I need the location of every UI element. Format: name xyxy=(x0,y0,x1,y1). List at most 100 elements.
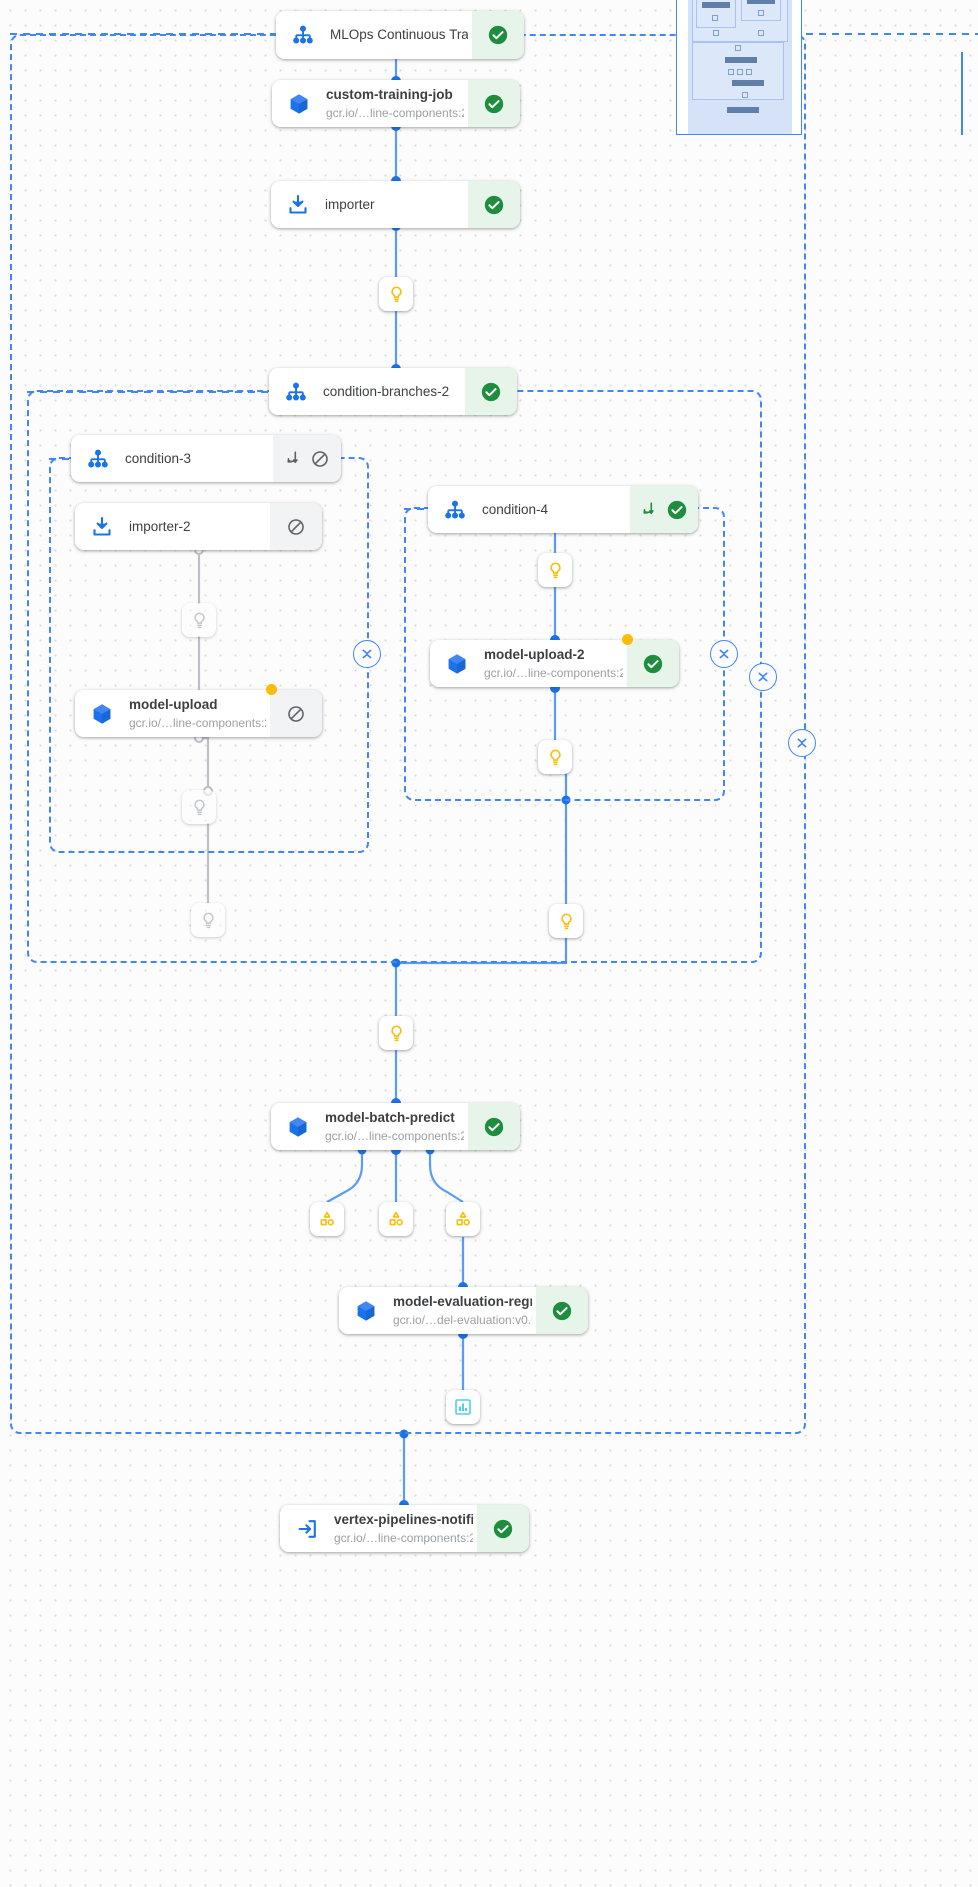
collapse-chevrons-icon xyxy=(719,649,729,659)
node-importer[interactable]: importer xyxy=(271,181,520,228)
lightbulb-artifact-icon xyxy=(549,562,561,578)
status-badge-succeeded[interactable] xyxy=(465,368,517,415)
status-badge-skipped[interactable] xyxy=(273,435,341,482)
node-model-batch-predict[interactable]: model-batch-predict gcr.io/…line-compone… xyxy=(271,1103,520,1150)
node-body[interactable]: model-upload-2 gcr.io/…line-components:2… xyxy=(430,640,627,687)
node-importer-2[interactable]: importer-2 xyxy=(75,503,322,550)
artifact-dataset-2[interactable] xyxy=(379,1202,413,1236)
check-circle-icon xyxy=(667,500,686,519)
node-condition-3[interactable]: condition-3 xyxy=(71,435,341,482)
node-text: MLOps Continuous Traini… xyxy=(330,26,468,44)
check-circle-icon xyxy=(484,1117,504,1136)
node-model-upload-2[interactable]: model-upload-2 gcr.io/…line-components:2… xyxy=(430,634,679,687)
node-mlops-continuous-training[interactable]: MLOps Continuous Traini… xyxy=(276,11,524,59)
node-title: model-batch-predict xyxy=(325,1109,455,1125)
artifact-model-4[interactable] xyxy=(191,903,225,937)
collapse-condition-3-button[interactable] xyxy=(353,640,381,668)
import-download-icon xyxy=(285,192,311,218)
status-badge-succeeded[interactable] xyxy=(472,11,524,59)
node-text: condition-branches-2 xyxy=(323,383,461,401)
check-circle-icon xyxy=(481,382,501,401)
status-badge-succeeded[interactable] xyxy=(468,80,520,127)
block-circle-icon xyxy=(288,518,304,535)
lightbulb-artifact-icon xyxy=(549,749,561,765)
status-badge-skipped[interactable] xyxy=(270,503,322,550)
status-badge-succeeded[interactable] xyxy=(536,1287,588,1334)
minimap-artifact xyxy=(713,30,719,36)
node-condition-branches-2[interactable]: condition-branches-2 xyxy=(269,368,517,415)
node-title: condition-3 xyxy=(125,450,192,466)
node-body[interactable]: condition-4 xyxy=(428,486,630,533)
node-title: importer-2 xyxy=(129,518,191,534)
check-circle-icon xyxy=(552,1301,572,1320)
node-subtitle: gcr.io/…line-components:2.6.0 xyxy=(129,715,266,730)
node-text: importer xyxy=(325,196,464,214)
node-title: model-upload-2 xyxy=(484,646,585,662)
status-badge-succeeded[interactable] xyxy=(468,1103,520,1150)
node-subtitle: gcr.io/…line-components:2.6.0 xyxy=(326,105,464,120)
node-body[interactable]: MLOps Continuous Traini… xyxy=(276,11,472,59)
node-body[interactable]: model-batch-predict gcr.io/…line-compone… xyxy=(271,1103,468,1150)
status-badge-succeeded[interactable] xyxy=(627,640,679,687)
node-body[interactable]: vertex-pipelines-notificat… gcr.io/…line… xyxy=(280,1505,477,1552)
node-vertex-pipelines-notification[interactable]: vertex-pipelines-notificat… gcr.io/…line… xyxy=(280,1505,529,1552)
artifact-dataset-3[interactable] xyxy=(446,1202,480,1236)
block-circle-icon xyxy=(288,705,304,722)
collapse-condition-branches-2-button[interactable] xyxy=(749,663,777,691)
node-text: condition-3 xyxy=(125,450,269,468)
component-cube-icon xyxy=(353,1298,379,1324)
node-body[interactable]: custom-training-job gcr.io/…line-compone… xyxy=(272,80,468,127)
check-circle-icon xyxy=(488,25,508,45)
artifact-model-6[interactable] xyxy=(538,740,572,774)
branch-fork-icon xyxy=(286,451,298,464)
node-title: model-evaluation-regres… xyxy=(393,1293,532,1309)
artifact-model-7[interactable] xyxy=(549,904,583,938)
collapse-root-dag-button[interactable] xyxy=(788,729,816,757)
pipeline-dag-icon xyxy=(290,22,316,48)
node-body[interactable]: importer xyxy=(271,181,468,228)
status-badge-skipped[interactable] xyxy=(270,690,322,737)
node-body[interactable]: model-upload gcr.io/…line-components:2.6… xyxy=(75,690,270,737)
node-text: model-evaluation-regres… gcr.io/…del-eva… xyxy=(393,1293,532,1329)
lightbulb-artifact-icon xyxy=(193,612,205,628)
artifact-model-3[interactable] xyxy=(182,790,216,824)
node-text: vertex-pipelines-notificat… gcr.io/…line… xyxy=(334,1511,473,1547)
minimap-artifact xyxy=(728,69,734,75)
node-model-upload[interactable]: model-upload gcr.io/…line-components:2.6… xyxy=(75,684,322,737)
node-text: model-batch-predict gcr.io/…line-compone… xyxy=(325,1109,464,1145)
artifact-model-8[interactable] xyxy=(379,1016,413,1050)
dataset-shapes-icon xyxy=(320,1211,334,1226)
collapse-condition-4-button[interactable] xyxy=(710,640,738,668)
component-cube-icon xyxy=(285,1114,311,1140)
node-body[interactable]: importer-2 xyxy=(75,503,270,550)
node-model-evaluation-regression[interactable]: model-evaluation-regres… gcr.io/…del-eva… xyxy=(339,1287,588,1334)
node-body[interactable]: model-evaluation-regres… gcr.io/…del-eva… xyxy=(339,1287,536,1334)
pipeline-dag-icon xyxy=(442,497,468,523)
graph-minimap[interactable] xyxy=(676,0,802,135)
artifact-metrics-1[interactable] xyxy=(446,1390,480,1424)
node-title: importer xyxy=(325,196,375,212)
collapse-chevrons-icon xyxy=(362,649,372,659)
node-text: model-upload-2 gcr.io/…line-components:2… xyxy=(484,646,623,682)
node-condition-4[interactable]: condition-4 xyxy=(428,486,698,533)
component-cube-icon xyxy=(444,651,470,677)
block-circle-icon xyxy=(311,450,328,467)
status-badge-succeeded[interactable] xyxy=(477,1505,529,1552)
minimap-artifact xyxy=(746,69,752,75)
artifact-model-2[interactable] xyxy=(182,603,216,637)
lightbulb-artifact-icon xyxy=(560,913,572,929)
node-custom-training-job[interactable]: custom-training-job gcr.io/…line-compone… xyxy=(272,80,520,127)
artifact-dataset-1[interactable] xyxy=(310,1202,344,1236)
artifact-model-5[interactable] xyxy=(538,553,572,587)
node-body[interactable]: condition-3 xyxy=(71,435,273,482)
check-circle-icon xyxy=(493,1519,513,1538)
artifact-model-1[interactable] xyxy=(379,277,413,311)
node-body[interactable]: condition-branches-2 xyxy=(269,368,465,415)
status-badge-succeeded[interactable] xyxy=(468,181,520,228)
lightbulb-artifact-icon xyxy=(193,799,205,815)
status-badge-succeeded[interactable] xyxy=(630,486,698,533)
node-text: importer-2 xyxy=(129,518,266,536)
import-download-icon xyxy=(89,514,115,540)
component-cube-icon xyxy=(286,91,312,117)
